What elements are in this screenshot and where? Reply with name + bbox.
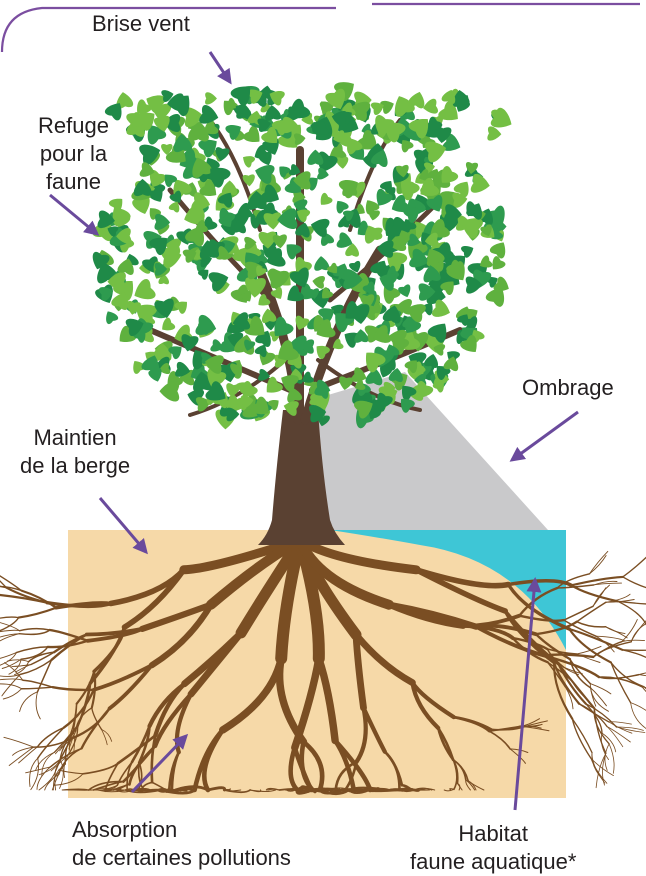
- leaf: [102, 308, 119, 324]
- root-segment: [4, 737, 34, 747]
- label-maintien-line-1: Maintien: [20, 424, 130, 452]
- root-segment: [607, 727, 630, 743]
- root-segment: [623, 577, 646, 590]
- root-segment: [19, 747, 38, 763]
- root-segment: [0, 679, 23, 680]
- root-segment: [19, 608, 57, 618]
- leaf: [205, 92, 217, 105]
- shade-area: [318, 372, 548, 530]
- root-segment: [590, 551, 608, 573]
- leaf: [312, 275, 326, 289]
- leaf: [317, 192, 334, 209]
- label-brise-vent: Brise vent: [92, 10, 190, 38]
- root-segment: [19, 630, 50, 634]
- root-segment: [577, 622, 606, 627]
- label-refuge-line-1: Refuge: [38, 112, 109, 140]
- root-segment: [631, 703, 646, 727]
- root-segment: [572, 719, 592, 753]
- label-habitat-line-2: faune aquatique*: [410, 848, 576, 876]
- leaf: [159, 381, 179, 402]
- root-segment: [590, 684, 611, 694]
- root-segment: [0, 562, 6, 587]
- label-habitat-line-1: Habitat: [410, 820, 576, 848]
- label-ombrage: Ombrage: [522, 374, 614, 402]
- root-segment: [45, 774, 59, 790]
- root-segment: [609, 744, 614, 774]
- leaf: [276, 208, 297, 230]
- label-absorption-line-1: Absorption: [72, 816, 291, 844]
- root-segment: [622, 650, 646, 669]
- arrow-ombrage: [512, 412, 578, 460]
- leaf: [336, 157, 349, 169]
- leaf: [470, 173, 491, 195]
- leaf: [208, 268, 232, 292]
- root-segment: [631, 622, 646, 642]
- root-segment: [631, 615, 646, 642]
- leaf: [240, 152, 256, 168]
- label-refuge-line-3: faune: [38, 168, 109, 196]
- arrow-brise-vent: [210, 52, 230, 82]
- root-segment: [0, 630, 20, 632]
- leaf: [134, 179, 152, 196]
- label-refuge-line-2: pour la: [38, 140, 109, 168]
- leaf: [398, 284, 414, 299]
- root-segment: [13, 747, 38, 756]
- root-segment: [639, 669, 646, 675]
- root-segment: [572, 719, 591, 759]
- label-refuge: Refuge pour la faune: [38, 112, 109, 196]
- label-maintien: Maintien de la berge: [20, 424, 130, 480]
- root-segment: [0, 617, 19, 620]
- leaf: [294, 132, 306, 145]
- root-segment: [36, 692, 40, 719]
- root-segment: [20, 629, 50, 631]
- root-segment: [571, 585, 617, 601]
- leaf: [489, 238, 511, 259]
- root-segment: [622, 620, 638, 642]
- label-absorption: Absorption de certaines pollutions: [72, 816, 291, 872]
- root-segment: [631, 703, 646, 730]
- root-segment: [22, 687, 53, 689]
- label-maintien-line-2: de la berge: [20, 452, 130, 480]
- root-segment: [30, 758, 38, 786]
- label-brise-vent-text: Brise vent: [92, 10, 190, 38]
- root-segment: [606, 627, 628, 638]
- root-segment: [180, 790, 184, 791]
- root-segment: [20, 692, 38, 712]
- leaf: [487, 126, 502, 141]
- label-ombrage-text: Ombrage: [522, 374, 614, 402]
- leaf: [422, 98, 439, 115]
- root-segment: [642, 687, 646, 709]
- leaf: [367, 209, 380, 222]
- root-segment: [618, 601, 646, 625]
- root-segment: [0, 674, 20, 676]
- root-segment: [623, 550, 646, 577]
- root-segment: [590, 556, 607, 574]
- arrow-refuge: [50, 195, 97, 234]
- root-segment: [639, 675, 646, 680]
- label-absorption-line-2: de certaines pollutions: [72, 844, 291, 872]
- root-segment: [611, 662, 631, 702]
- root-segment: [23, 680, 53, 687]
- label-habitat: Habitat faune aquatique*: [410, 820, 576, 876]
